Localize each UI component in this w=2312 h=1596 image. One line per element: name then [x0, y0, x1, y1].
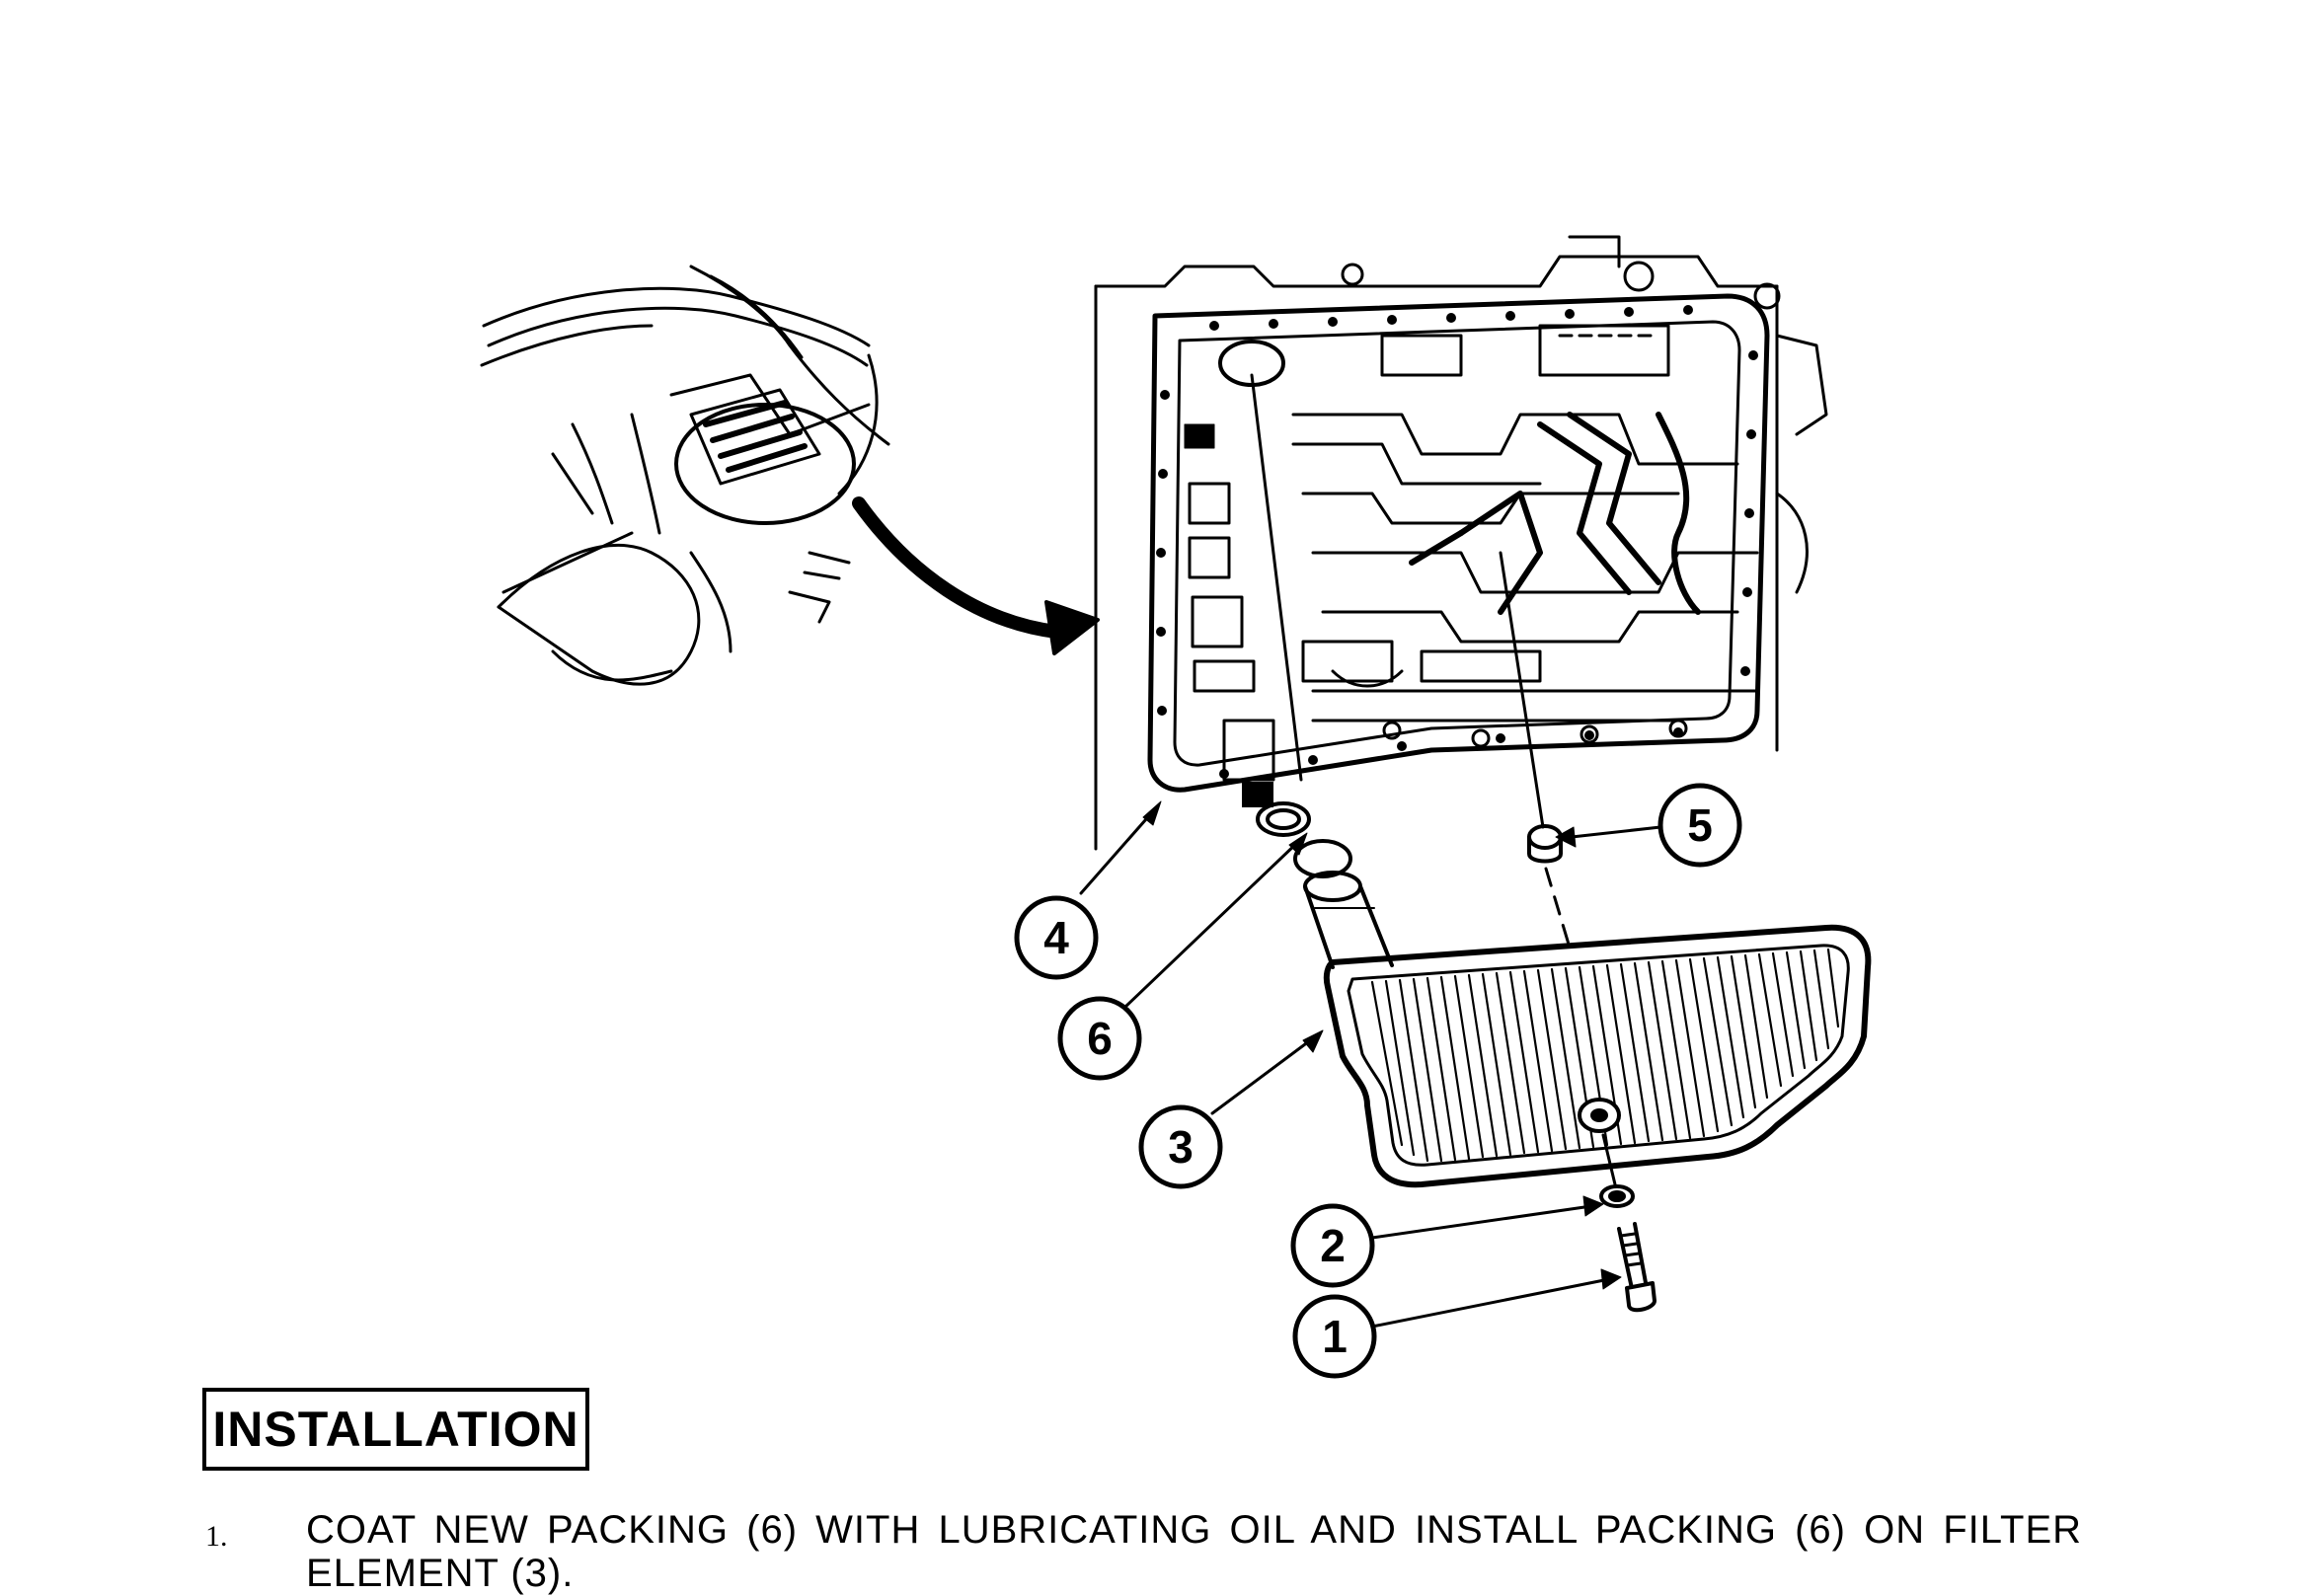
vehicle-underside-inset — [480, 265, 890, 686]
step-number: 1. — [205, 1520, 228, 1553]
packing-part — [1256, 801, 1352, 878]
callout-3: 3 — [1138, 1029, 1324, 1189]
callout-6-label: 6 — [1087, 1013, 1113, 1064]
callout-1-label: 1 — [1322, 1311, 1348, 1362]
filter-ribs — [1370, 948, 1840, 1163]
direction-arrow — [852, 496, 1100, 655]
exploded-view-figure: 5 4 6 3 2 1 — [480, 235, 1872, 1379]
callout-3-label: 3 — [1168, 1121, 1194, 1173]
callout-2-label: 2 — [1320, 1220, 1346, 1271]
flange-bolt-holes — [1156, 305, 1758, 779]
callout-6: 6 — [1057, 832, 1308, 1081]
pan-gasket-flange — [1147, 293, 1770, 807]
step-text-line-2: ELEMENT (3). — [306, 1552, 575, 1595]
step-text-line-1: COAT NEW PACKING (6) WITH LUBRICATING OI… — [306, 1508, 2083, 1552]
filter-element — [1323, 924, 1872, 1188]
callout-5: 5 — [1555, 783, 1742, 868]
seal-part — [1499, 551, 1572, 950]
section-heading: INSTALLATION — [212, 1402, 579, 1457]
transmission-valve-body — [1094, 235, 1828, 851]
callout-4-label: 4 — [1043, 912, 1069, 963]
callout-4: 4 — [1014, 800, 1162, 980]
section-heading-box: INSTALLATION — [202, 1388, 589, 1471]
filter-tube — [1303, 871, 1394, 969]
callout-2: 2 — [1290, 1195, 1604, 1288]
callout-1: 1 — [1292, 1268, 1622, 1379]
callout-5-label: 5 — [1687, 799, 1713, 851]
washer-part — [1599, 1133, 1635, 1208]
bolt-part — [1617, 1222, 1657, 1313]
